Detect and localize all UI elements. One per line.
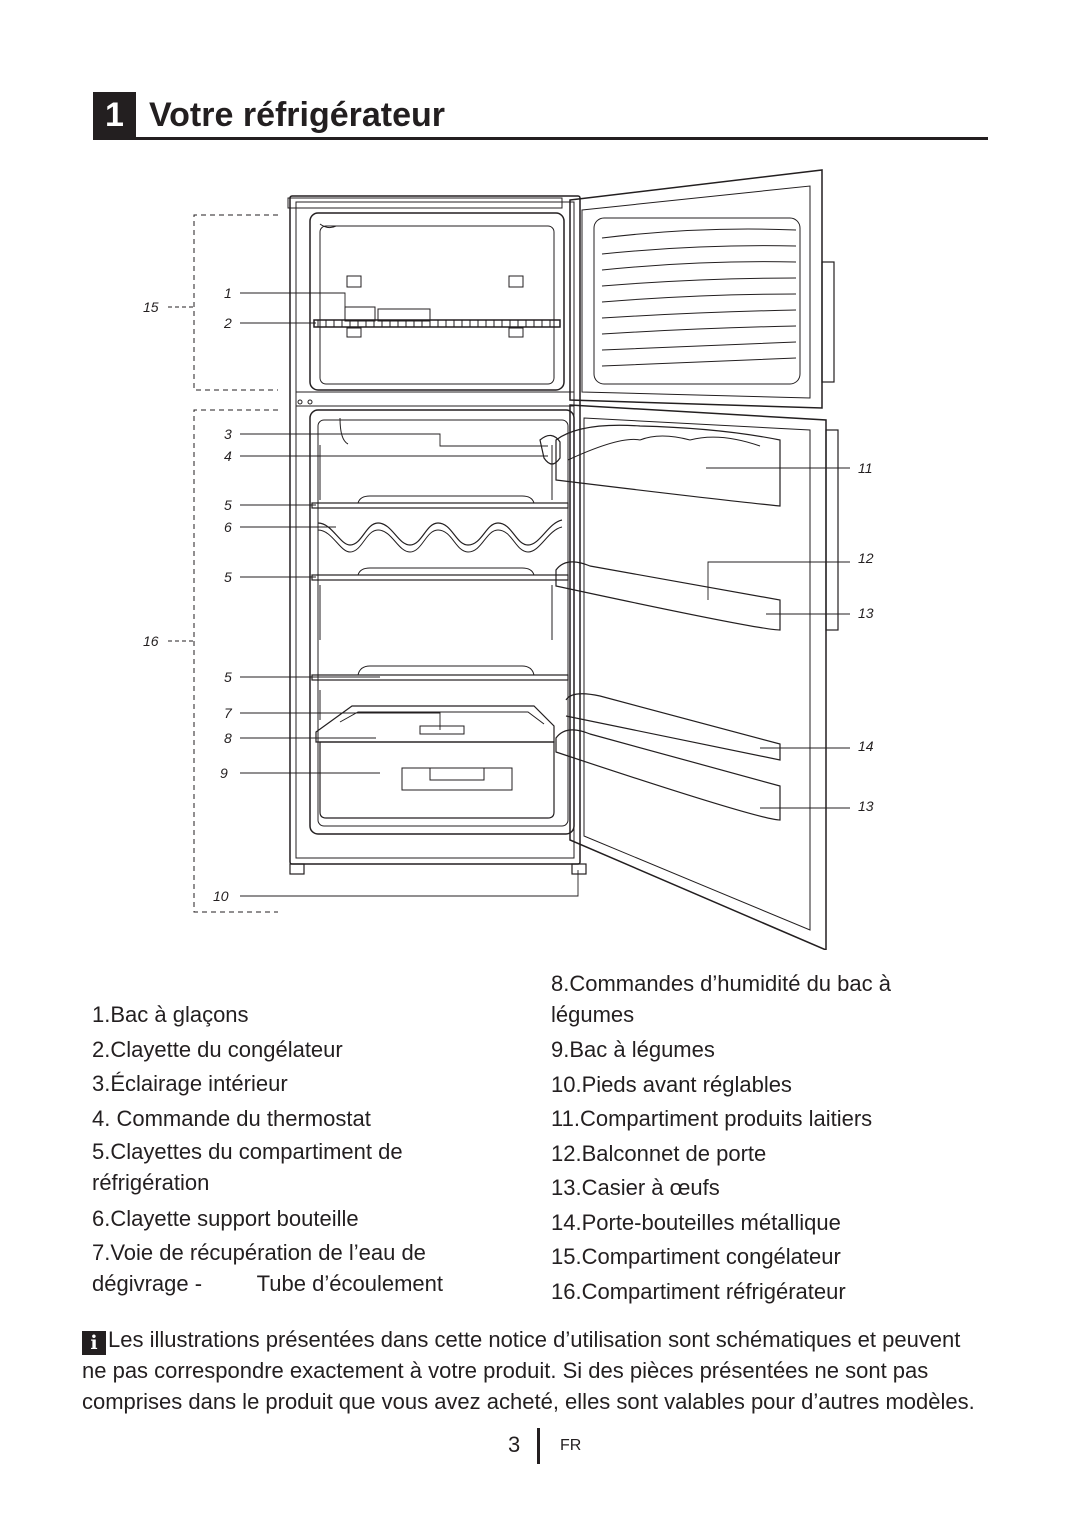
label-14: 14	[858, 738, 874, 754]
legend-item: 10.Pieds avant réglables	[551, 1071, 792, 1097]
label-3: 3	[224, 426, 232, 442]
label-1: 1	[224, 285, 232, 301]
bottle-rack	[317, 519, 563, 546]
legend-item: réfrigération	[92, 1170, 210, 1195]
freezer-compartment	[309, 212, 565, 391]
legend-item: 8.Commandes d’humidité du bac à	[551, 971, 891, 996]
note-text: Les illustrations présentées dans cette …	[82, 1327, 975, 1414]
label-10: 10	[213, 888, 229, 904]
label-5c: 5	[224, 669, 232, 685]
legend-item: 13.Casier à œufs	[551, 1175, 720, 1200]
crisper-drawer	[319, 741, 555, 819]
door-balcony	[555, 561, 781, 631]
glass-shelf-1	[311, 502, 569, 509]
dairy-compartment	[555, 424, 781, 507]
label-13b: 13	[858, 798, 874, 814]
legend-item: 2.Clayette du congélateur	[92, 1036, 343, 1062]
legend-item: 11.Compartiment produits laitiers	[551, 1106, 873, 1131]
front-foot-left	[289, 863, 305, 875]
label-4: 4	[224, 448, 232, 464]
label-12: 12	[858, 550, 874, 566]
legend-item: 6.Clayette support bouteille	[92, 1206, 359, 1231]
page-number: 3	[508, 1432, 521, 1457]
label-9: 9	[220, 765, 228, 781]
label-5b: 5	[224, 569, 232, 585]
light-cover	[339, 417, 349, 445]
section-number: 1	[93, 92, 136, 138]
glass-shelf-3	[311, 674, 569, 681]
section-title: Votre réfrigérateur	[149, 96, 446, 134]
info-icon: i	[82, 1331, 106, 1355]
fridge-door	[569, 404, 827, 950]
cabinet-outline	[289, 195, 581, 865]
section-header: 1 Votre réfrigérateur	[93, 92, 988, 140]
fridge-compartment	[309, 409, 575, 835]
label-5a: 5	[224, 497, 232, 513]
glass-shelf-2	[311, 574, 569, 581]
legend-item: 14.Porte-bouteilles métallique	[551, 1209, 841, 1235]
legend-item: 12.Balconnet de porte	[551, 1140, 767, 1166]
legend-right: 8.Commandes d’humidité du bac à légumes …	[551, 968, 981, 1309]
label-7: 7	[224, 705, 233, 721]
legend-item: 3.Éclairage intérieur	[92, 1071, 288, 1096]
legend-item: 5.Clayettes du compartiment de	[92, 1139, 403, 1164]
crisper-cover	[315, 705, 555, 743]
diagram-labels: 1 2 15 3 4 5 6 5 16 5 7 8 9 10 11 12 13 …	[143, 285, 874, 904]
label-11: 11	[858, 460, 873, 476]
freezer-door	[569, 169, 823, 409]
diagram-drawing	[168, 169, 850, 950]
front-foot-right	[571, 863, 587, 875]
legend-item: 1.Bac à glaçons	[92, 1002, 249, 1027]
label-6: 6	[224, 519, 232, 535]
legend-item: 4. Commande du thermostat	[92, 1105, 371, 1131]
label-8: 8	[224, 730, 232, 746]
legend-item: 16.Compartiment réfrigérateur	[551, 1278, 846, 1304]
label-16: 16	[143, 633, 159, 649]
ice-tray	[344, 306, 376, 322]
legend-item: 9.Bac à légumes	[551, 1037, 715, 1062]
language-code: FR	[560, 1437, 582, 1454]
section-rule	[93, 137, 988, 140]
freezer-shelf	[313, 319, 561, 328]
label-2: 2	[223, 315, 232, 331]
label-13a: 13	[858, 605, 874, 621]
footer-divider	[537, 1428, 540, 1464]
legend-item: légumes	[551, 1002, 635, 1027]
egg-rack	[555, 729, 781, 821]
bracket-16	[193, 409, 278, 913]
refrigerator-diagram: 1 2 15 3 4 5 6 5 16 5 7 8 9 10 11 12 13 …	[143, 169, 874, 950]
legend-left: 1.Bac à glaçons 2.Clayette du congélateu…	[92, 998, 512, 1299]
bottle-holder	[565, 693, 781, 761]
label-15: 15	[143, 299, 159, 315]
legend-item: 7.Voie de récupération de l’eau de	[92, 1239, 426, 1265]
legend-item: 15.Compartiment congélateur	[551, 1244, 841, 1269]
bracket-15	[193, 214, 278, 391]
legend-item: dégivrage - Tube d’écoulement	[92, 1270, 443, 1296]
